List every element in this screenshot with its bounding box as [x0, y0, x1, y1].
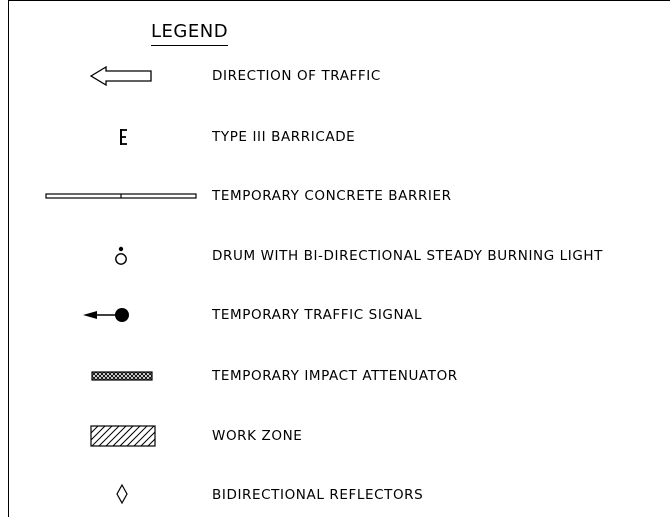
legend-item-temporary-traffic-signal: TEMPORARY TRAFFIC SIGNAL — [0, 295, 670, 335]
legend-label: DRUM WITH BI-DIRECTIONAL STEADY BURNING … — [212, 248, 604, 264]
legend-label: TEMPORARY CONCRETE BARRIER — [212, 188, 452, 204]
drum-with-light-icon — [0, 236, 210, 276]
legend-item-type-iii-barricade: TYPE III BARRICADE — [0, 117, 670, 157]
type-iii-barricade-icon — [0, 117, 210, 157]
direction-of-traffic-arrow-icon — [0, 56, 210, 96]
legend-label: DIRECTION OF TRAFFIC — [212, 68, 381, 84]
legend-title: LEGEND — [151, 22, 229, 46]
legend-item-work-zone: WORK ZONE — [0, 416, 670, 456]
legend-item-temporary-impact-attenuator: TEMPORARY IMPACT ATTENUATOR — [0, 356, 670, 396]
legend-item-drum-with-light: DRUM WITH BI-DIRECTIONAL STEADY BURNING … — [0, 236, 670, 276]
legend-label: WORK ZONE — [212, 428, 303, 444]
bidirectional-reflector-icon — [0, 475, 210, 515]
temporary-concrete-barrier-icon — [0, 176, 210, 216]
legend-item-bidirectional-reflectors: BIDIRECTIONAL REFLECTORS — [0, 475, 670, 515]
legend-label: BIDIRECTIONAL REFLECTORS — [212, 487, 424, 503]
legend-item-temporary-concrete-barrier: TEMPORARY CONCRETE BARRIER — [0, 176, 670, 216]
legend-label: TYPE III BARRICADE — [212, 129, 356, 145]
legend-label: TEMPORARY IMPACT ATTENUATOR — [212, 368, 458, 384]
temporary-impact-attenuator-icon — [0, 356, 210, 396]
legend-label: TEMPORARY TRAFFIC SIGNAL — [212, 307, 423, 323]
work-zone-hatch-icon — [0, 416, 210, 456]
legend-frame — [8, 0, 670, 517]
temporary-traffic-signal-icon — [0, 295, 210, 335]
legend-item-direction-of-traffic: DIRECTION OF TRAFFIC — [0, 56, 670, 96]
